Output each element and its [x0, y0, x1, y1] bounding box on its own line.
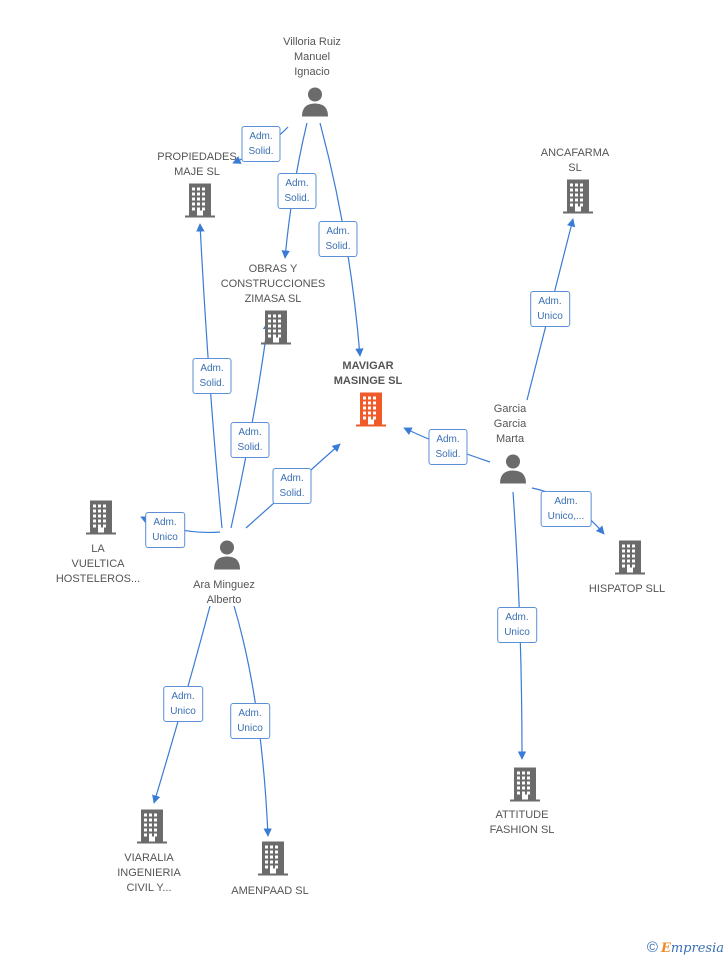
node-label-lavueltica[interactable]: LA VUELTICA HOSTELEROS...	[55, 543, 141, 585]
node-label-hispatop[interactable]: HISPATOP SLL	[588, 583, 666, 595]
building-icon-hispatop[interactable]	[615, 540, 645, 580]
node-label-garcia[interactable]: Garcia Garcia Marta	[493, 403, 527, 445]
node-label-ancafarma[interactable]: ANCAFARMA SL	[540, 147, 610, 174]
node-label-amenpaad[interactable]: AMENPAAD SL	[231, 885, 309, 897]
node-label-propiedades[interactable]: PROPIEDADES MAJE SL	[157, 151, 237, 178]
building-icon-viaralia[interactable]	[137, 809, 167, 849]
building-icon-mavigar[interactable]	[356, 392, 386, 432]
edge-label-garcia-hispatop[interactable]: Adm. Unico,...	[540, 491, 592, 527]
person-icon-garcia[interactable]	[499, 454, 527, 489]
edge-label-ara-propiedades[interactable]: Adm. Solid.	[192, 358, 232, 394]
node-label-mavigar[interactable]: MAVIGAR MASINGE SL	[333, 360, 403, 387]
edge-label-garcia-ancafarma[interactable]: Adm. Unico	[530, 291, 570, 327]
building-icon-obras[interactable]	[261, 310, 291, 350]
building-icon-amenpaad[interactable]	[258, 841, 288, 881]
edge-label-garcia-attitude[interactable]: Adm. Unico	[497, 607, 537, 643]
edge-label-ara-obras[interactable]: Adm. Solid.	[230, 422, 270, 458]
edge-label-ara-viaralia[interactable]: Adm. Unico	[163, 686, 203, 722]
building-icon-ancafarma[interactable]	[563, 179, 593, 219]
edge-label-villoria-mavigar[interactable]: Adm. Solid.	[318, 221, 358, 257]
person-icon-ara[interactable]	[213, 540, 241, 575]
edge-label-villoria-obras[interactable]: Adm. Solid.	[277, 173, 317, 209]
edge-label-ara-amenpaad[interactable]: Adm. Unico	[230, 703, 270, 739]
node-label-ara[interactable]: Ara Minguez Alberto	[193, 579, 255, 606]
building-icon-propiedades[interactable]	[185, 183, 215, 223]
edge-label-ara-mavigar[interactable]: Adm. Solid.	[272, 468, 312, 504]
node-label-villoria[interactable]: Villoria Ruiz Manuel Ignacio	[283, 36, 341, 78]
edge-label-villoria-propiedades[interactable]: Adm. Solid.	[241, 126, 281, 162]
edge-label-ara-lavueltica[interactable]: Adm. Unico	[145, 512, 185, 548]
building-icon-lavueltica[interactable]	[86, 500, 116, 540]
node-label-attitude[interactable]: ATTITUDE FASHION SL	[489, 809, 555, 836]
empresia-logo: ©Empresia	[646, 939, 724, 956]
building-icon-attitude[interactable]	[510, 767, 540, 807]
node-label-viaralia[interactable]: VIARALIA INGENIERIA CIVIL Y...	[117, 852, 181, 894]
node-label-obras[interactable]: OBRAS Y CONSTRUCCIONES ZIMASA SL	[220, 263, 326, 305]
person-icon-villoria[interactable]	[301, 87, 329, 122]
edge-label-garcia-mavigar[interactable]: Adm. Solid.	[428, 429, 468, 465]
